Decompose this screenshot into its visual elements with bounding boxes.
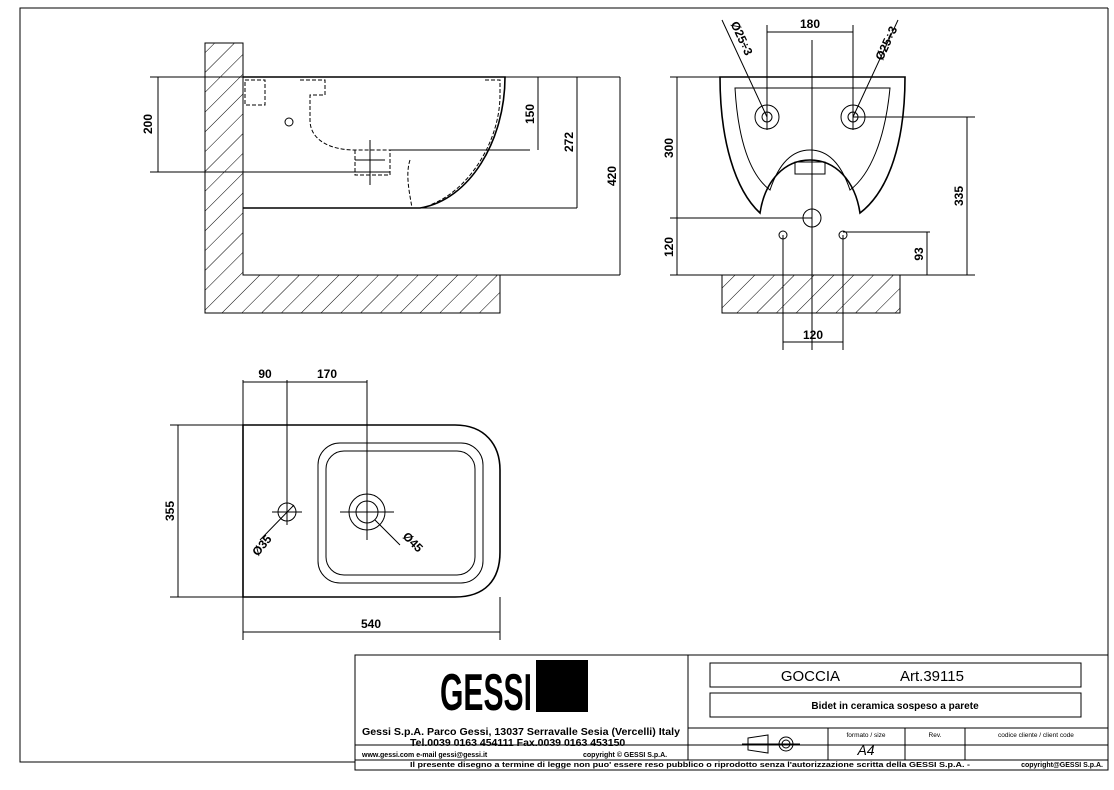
company-address: Gessi S.p.A. Parco Gessi, 13037 Serraval… — [362, 726, 680, 738]
dim-diam-45: Ø45 — [400, 529, 426, 555]
dim-420: 420 — [605, 166, 619, 186]
title-block: GESSI Gessi S.p.A. Parco Gessi, 13037 Se… — [354, 654, 1109, 771]
dim-diam-25-right: Ø25÷3 — [872, 24, 900, 63]
front-view: 180 Ø25÷3 Ø25÷3 300 120 335 93 120 — [662, 17, 975, 350]
dim-120-horizontal: 120 — [803, 328, 823, 342]
wall-floor-hatch — [204, 42, 501, 314]
dim-90: 90 — [258, 367, 272, 381]
copyright: copyright © GESSI S.p.A. — [583, 751, 667, 759]
format-value: A4 — [856, 742, 874, 758]
hidden-lines — [244, 79, 501, 209]
drawing-frame — [19, 7, 1108, 763]
gessi-logo: GESSI — [440, 660, 588, 722]
dim-300: 300 — [662, 138, 676, 158]
overflow-hole — [284, 117, 294, 127]
client-code-label: codice cliente / client code — [998, 732, 1074, 739]
dim-540: 540 — [361, 617, 381, 631]
top-view: 90 170 355 540 Ø35 Ø45 — [163, 367, 501, 640]
bidet-top-outline — [242, 424, 501, 598]
dim-150: 150 — [523, 104, 537, 124]
dim-170: 170 — [317, 367, 337, 381]
company-web: www.gessi.com e-mail gessi@gessi.it — [361, 752, 488, 759]
dim-diam-35: Ø35 — [249, 532, 275, 559]
dim-200: 200 — [141, 114, 155, 134]
dim-335: 335 — [952, 186, 966, 206]
bidet-front-outline — [719, 76, 906, 215]
dim-272: 272 — [562, 132, 576, 152]
legal-notice: Il presente disegno a termine di legge n… — [410, 762, 971, 769]
projection-symbol-icon — [742, 734, 800, 754]
copyright-footer: copyright@GESSI S.p.A. — [1021, 762, 1103, 769]
dim-93: 93 — [912, 247, 926, 261]
floor-hatch — [721, 274, 901, 314]
dim-120-vertical: 120 — [662, 237, 676, 257]
description-box — [709, 692, 1082, 718]
bowl-outline — [317, 442, 484, 584]
format-label: formato / size — [846, 732, 885, 739]
bidet-side-outline — [243, 76, 506, 209]
product-title-box — [709, 662, 1082, 688]
dim-355: 355 — [163, 501, 177, 521]
product-name: GOCCIA — [781, 668, 840, 685]
dim-180: 180 — [800, 17, 820, 31]
rev-label: Rev. — [929, 732, 942, 739]
company-phone: Tel.0039 0163 454111 Fax.0039 0163 45315… — [410, 737, 625, 749]
svg-text:GESSI: GESSI — [440, 664, 532, 722]
dim-diam-25-left: Ø25÷3 — [728, 19, 756, 58]
article-number: Art.39115 — [900, 668, 964, 685]
product-description: Bidet in ceramica sospeso a parete — [811, 701, 979, 712]
tap-hole-front — [794, 161, 826, 175]
side-view: 200 150 272 420 — [141, 42, 621, 314]
